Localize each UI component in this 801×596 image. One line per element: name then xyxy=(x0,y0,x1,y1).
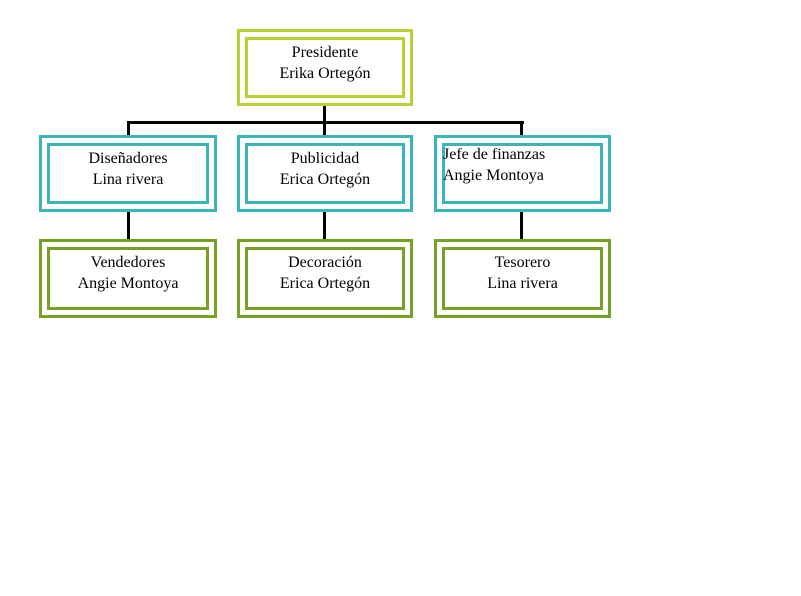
person-name: Erica Ortegón xyxy=(279,275,371,292)
box-jefe-finanzas: Jefe de finanzas Angie Montoya xyxy=(434,135,611,212)
box-jefe-finanzas-text: Jefe de finanzas Angie Montoya xyxy=(443,144,608,186)
role-label: Publicidad xyxy=(290,150,360,167)
box-tesorero: Tesorero Lina rivera xyxy=(434,239,611,318)
box-publicidad-text: Publicidad Erica Ortegón xyxy=(240,148,410,190)
box-disenadores: Diseñadores Lina rivera xyxy=(39,135,217,212)
connector-publicidad-decoracion xyxy=(323,210,326,241)
role-label: Presidente xyxy=(291,44,359,61)
person-name: Lina rivera xyxy=(487,275,558,292)
role-label: Jefe de finanzas xyxy=(443,146,546,163)
connector-disenadores-vendedores xyxy=(127,210,130,241)
box-decoracion: Decoración Erica Ortegón xyxy=(237,239,413,318)
box-publicidad: Publicidad Erica Ortegón xyxy=(237,135,413,212)
box-presidente-text: Presidente Erika Ortegón xyxy=(240,42,410,84)
role-label: Tesorero xyxy=(494,254,551,271)
person-name: Erica Ortegón xyxy=(279,171,371,188)
box-presidente: Presidente Erika Ortegón xyxy=(237,29,413,106)
box-tesorero-text: Tesorero Lina rivera xyxy=(437,252,608,294)
role-label: Decoración xyxy=(288,254,362,271)
box-vendedores: Vendedores Angie Montoya xyxy=(39,239,217,318)
person-name: Lina rivera xyxy=(92,171,164,188)
role-label: Diseñadores xyxy=(88,150,168,167)
connector-to-finanzas xyxy=(520,121,523,136)
box-disenadores-text: Diseñadores Lina rivera xyxy=(42,148,214,190)
person-name: Angie Montoya xyxy=(443,167,544,184)
role-label: Vendedores xyxy=(90,254,166,271)
box-decoracion-text: Decoración Erica Ortegón xyxy=(240,252,410,294)
connector-president-down xyxy=(323,104,326,124)
connector-to-publicidad xyxy=(323,121,326,136)
connector-finanzas-tesorero xyxy=(520,210,523,241)
box-vendedores-text: Vendedores Angie Montoya xyxy=(42,252,214,294)
person-name: Erika Ortegón xyxy=(279,65,371,82)
person-name: Angie Montoya xyxy=(77,275,179,292)
connector-to-disenadores xyxy=(127,121,130,136)
